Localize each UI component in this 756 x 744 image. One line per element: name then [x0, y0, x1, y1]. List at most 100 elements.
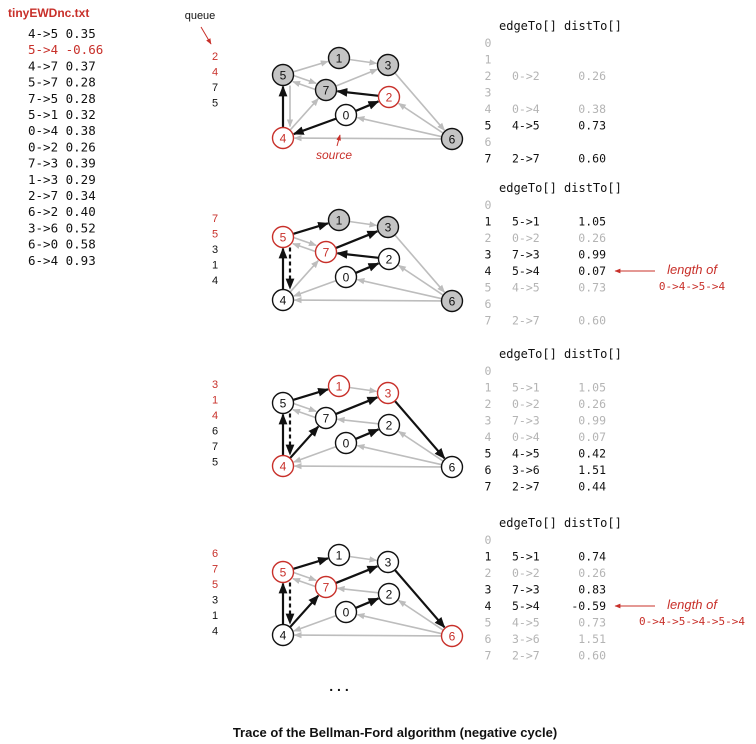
vertex-2 — [377, 247, 401, 271]
vertex-label: 2 — [386, 419, 393, 433]
vertex-3 — [376, 53, 400, 77]
vertex-6 — [440, 624, 464, 648]
graph-edge-0-2 — [355, 597, 380, 609]
row-vertex: 1 — [485, 381, 492, 395]
vertex-label: 3 — [385, 556, 392, 570]
vertex-5 — [271, 225, 295, 249]
vertex-2 — [377, 413, 401, 437]
graph-edge-6-4 — [293, 134, 442, 142]
row-vertex: 7 — [485, 152, 492, 166]
vertex-label: 7 — [323, 84, 330, 98]
row-vertex: 3 — [485, 86, 492, 100]
row-dist-to: 0.60 — [578, 314, 606, 328]
graph-edge-4-7 — [289, 425, 320, 459]
vertex-3 — [376, 550, 400, 574]
row-vertex: 5 — [485, 281, 492, 295]
row-edge-to: 0->2 — [512, 566, 540, 580]
file-name: tinyEWDnc.txt — [8, 6, 89, 20]
row-dist-to: 0.73 — [578, 119, 606, 133]
edge-list-line: 5->7 0.28 — [28, 75, 96, 90]
row-vertex: 7 — [485, 649, 492, 663]
graph-edge-7-5 — [292, 408, 316, 419]
edge-list-line: 2->7 0.34 — [28, 188, 96, 203]
edge-list-line: 6->0 0.58 — [28, 237, 96, 252]
edge-list-line: 6->4 0.93 — [28, 253, 96, 268]
queue-entry: 2 — [212, 51, 218, 63]
row-edge-to: 2->7 — [512, 480, 540, 494]
note-title: length of — [667, 597, 718, 612]
graph-edge-7-3 — [335, 68, 379, 87]
vertex-6 — [440, 127, 464, 151]
table-header: edgeTo[] distTo[] — [499, 516, 622, 530]
note-title: length of — [667, 262, 718, 277]
row-edge-to: 7->3 — [512, 248, 540, 262]
vertex-label: 1 — [336, 214, 343, 228]
row-vertex: 2 — [485, 231, 492, 245]
row-edge-to: 0->4 — [512, 430, 540, 444]
table-row: 0 — [485, 198, 492, 212]
row-vertex: 4 — [485, 264, 492, 278]
row-vertex: 7 — [485, 314, 492, 328]
vertex-4 — [271, 126, 295, 150]
vertex-5 — [271, 63, 295, 87]
graph-edge-7-5 — [292, 577, 316, 588]
vertex-0 — [334, 431, 358, 455]
graph-edge-6-4 — [293, 462, 442, 470]
table-row: 3 — [485, 86, 492, 100]
graph-edge-6-4 — [293, 296, 442, 304]
queue-entry: 5 — [212, 579, 218, 591]
table-row: 0 — [485, 36, 492, 50]
row-edge-to: 0->4 — [512, 102, 540, 116]
graph-edge-3-6 — [394, 72, 446, 131]
graph-edge-1-3 — [349, 58, 378, 66]
row-vertex: 6 — [485, 297, 492, 311]
graph-edge-6-2 — [397, 102, 444, 134]
graph-edge-6-0 — [356, 278, 442, 300]
row-dist-to: 0.44 — [578, 480, 606, 494]
row-dist-to: 0.83 — [578, 583, 606, 597]
vertex-4 — [271, 623, 295, 647]
row-vertex: 0 — [485, 364, 492, 378]
source-label: source — [316, 148, 352, 162]
vertex-label: 0 — [343, 109, 350, 123]
graph-edge-5-1 — [292, 60, 329, 73]
queue-entry: 5 — [212, 457, 218, 469]
graph-edge-2-7 — [336, 87, 379, 97]
queue-entry: 4 — [212, 275, 218, 287]
row-edge-to: 5->4 — [512, 599, 540, 613]
vertex-0 — [334, 265, 358, 289]
table-header: edgeTo[] distTo[] — [499, 181, 622, 195]
graph-edge-0-4 — [293, 445, 337, 463]
graph-edge-7-3 — [335, 565, 379, 585]
table-row: 6 — [485, 135, 492, 149]
row-dist-to: 0.60 — [578, 152, 606, 166]
queue-entry: 7 — [212, 213, 218, 225]
figure-caption: Trace of the Bellman-Ford algorithm (neg… — [233, 725, 557, 740]
row-edge-to: 4->5 — [512, 616, 540, 630]
vertex-6 — [440, 455, 464, 479]
edge-list-line: 5->4 -0.66 — [28, 42, 103, 57]
row-edge-to: 0->2 — [512, 231, 540, 245]
graph-edge-2-7 — [336, 416, 379, 425]
row-edge-to: 4->5 — [512, 447, 540, 461]
vertex-label: 5 — [280, 231, 287, 245]
vertex-label: 6 — [449, 630, 456, 644]
row-vertex: 7 — [485, 480, 492, 494]
queue-entry: 4 — [212, 410, 218, 422]
vertex-7 — [314, 575, 338, 599]
row-dist-to: 0.07 — [578, 264, 606, 278]
graph-edge-7-5 — [292, 242, 316, 253]
queue-entry: 7 — [212, 441, 218, 453]
note-path: 0->4->5->4->5->4 — [639, 615, 745, 628]
